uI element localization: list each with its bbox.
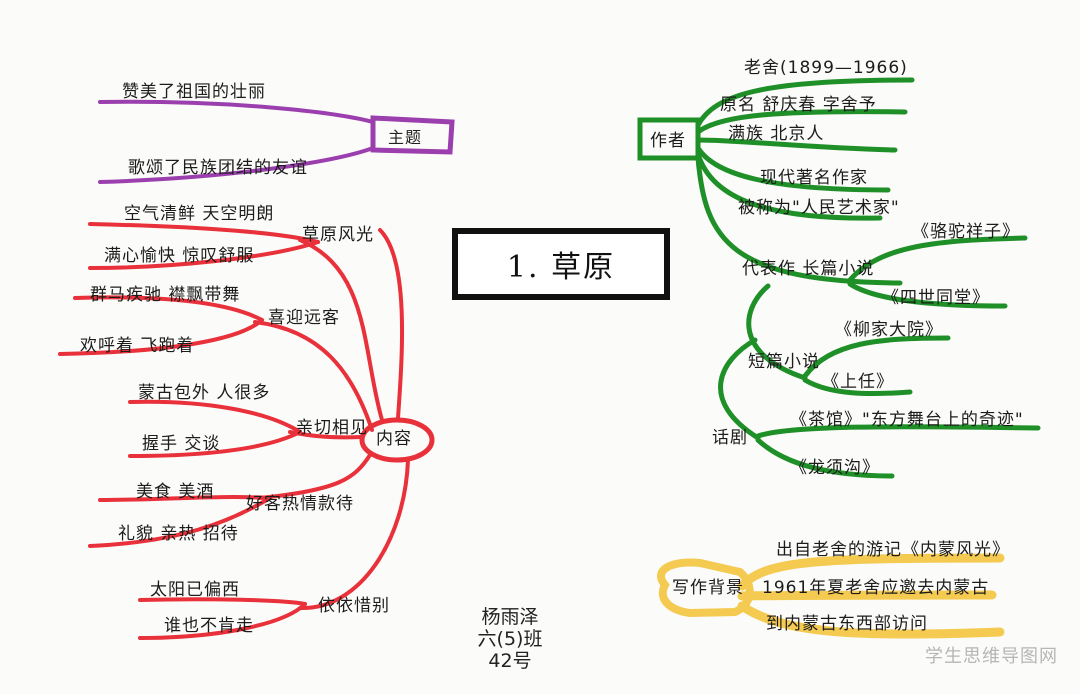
meeting-item-2: 握手 交谈 [142,434,221,454]
welcome-line-1 [73,295,264,322]
background-node: 写作背景 [672,578,744,598]
hospitality-line-1 [98,495,272,502]
author-item-3: 满族 北京人 [728,124,825,144]
drama-line-1 [755,424,1041,439]
novels-item-1: 《骆驼祥子》 [912,222,1020,242]
meeting-line-1 [128,399,302,434]
signature-class: 六(5)班 [477,628,543,650]
author-line-3 [695,137,898,153]
novels-line-2 [847,281,1008,309]
author-item-1: 老舍(1899—1966) [744,58,908,78]
content-to-scenery [298,238,384,422]
content-to-welcome [253,320,374,432]
background-item-3: 到内蒙古东西部访问 [766,614,928,634]
background-line-3 [737,601,1005,639]
site-watermark: 学生思维导图网 [925,646,1058,667]
author-branch-lines [637,77,1041,479]
novels-node: 代表作 长篇小说 [742,259,875,279]
author-node: 作者 [650,131,686,151]
meeting-node: 亲切相见 [296,418,368,438]
author-to-drama [718,337,761,441]
short-line-2 [802,377,913,397]
background-line-2 [737,590,997,601]
scenery-node: 草原风光 [302,225,374,245]
content-node: 内容 [376,429,412,449]
theme-box [370,115,455,155]
central-title-box: 1. 草原 [452,228,670,300]
author-item-5: 被称为"人民艺术家" [738,198,900,218]
scenery-line-1 [88,222,320,244]
meeting-line-2 [128,430,302,458]
content-to-right [378,228,405,420]
content-node-ring [359,417,435,463]
background-branch-lines [657,553,1005,639]
farewell-node: 依依惜别 [318,596,390,616]
author-line-4 [695,145,891,193]
background-item-1: 出自老舍的游记《内蒙风光》 [776,540,1010,560]
scenery-item-2: 满心愉快 惊叹舒服 [104,246,255,266]
welcome-item-2: 欢呼着 飞跑着 [80,336,195,356]
welcome-line-2 [58,318,264,356]
author-to-short [746,283,808,381]
short-item-1: 《柳家大院》 [835,320,943,340]
author-line-5 [695,151,883,221]
scenery-item-1: 空气清鲜 天空明朗 [124,204,275,224]
hospitality-item-2: 礼貌 亲热 招待 [118,524,239,544]
drama-line-2 [755,437,895,479]
theme-item-2: 歌颂了民族团结的友谊 [128,158,308,178]
farewell-line-1 [138,597,307,606]
farewell-item-2: 谁也不肯走 [164,616,254,636]
signature-name: 杨雨泽 [481,606,539,628]
signature-number: 42号 [488,650,532,672]
theme-branch-lines [98,99,455,184]
welcome-item-1: 群马疾驰 襟飘带舞 [90,285,241,305]
author-signature: 杨雨泽 六(5)班 42号 [455,606,565,672]
theme-line-1 [98,99,375,124]
author-item-4: 现代著名作家 [760,168,868,188]
author-line-6 [695,155,903,286]
scenery-line-2 [88,240,320,270]
welcome-node: 喜迎远客 [268,308,340,328]
short-line-1 [802,335,951,379]
author-item-2: 原名 舒庆春 字舍予 [720,95,877,115]
content-to-hospitality [258,453,372,500]
drama-node: 话剧 [712,428,748,448]
hospitality-line-2 [88,496,272,548]
content-branch-lines [58,222,435,640]
hospitality-item-1: 美食 美酒 [136,482,215,502]
hospitality-node: 好客热情款待 [246,494,354,514]
drama-item-1: 《茶馆》"东方舞台上的奇迹" [790,410,1024,430]
theme-line-2 [98,146,375,184]
drama-item-2: 《龙须沟》 [790,458,880,478]
theme-node: 主题 [388,128,423,147]
novels-line-1 [847,235,1028,283]
short-item-2: 《上任》 [822,372,894,392]
theme-item-1: 赞美了祖国的壮丽 [122,82,266,102]
short-node: 短篇小说 [748,352,820,372]
author-line-1 [695,77,915,128]
farewell-line-2 [138,602,307,640]
background-item-2: 1961年夏老舍应邀去内蒙古 [762,578,990,598]
background-line-1 [737,553,1005,591]
author-line-2 [695,109,908,135]
content-to-farewell [298,458,410,611]
central-title: 1. 草原 [506,250,616,285]
novels-item-2: 《四世同堂》 [882,288,990,308]
meeting-item-1: 蒙古包外 人很多 [138,383,271,403]
farewell-item-1: 太阳已偏西 [150,580,240,600]
